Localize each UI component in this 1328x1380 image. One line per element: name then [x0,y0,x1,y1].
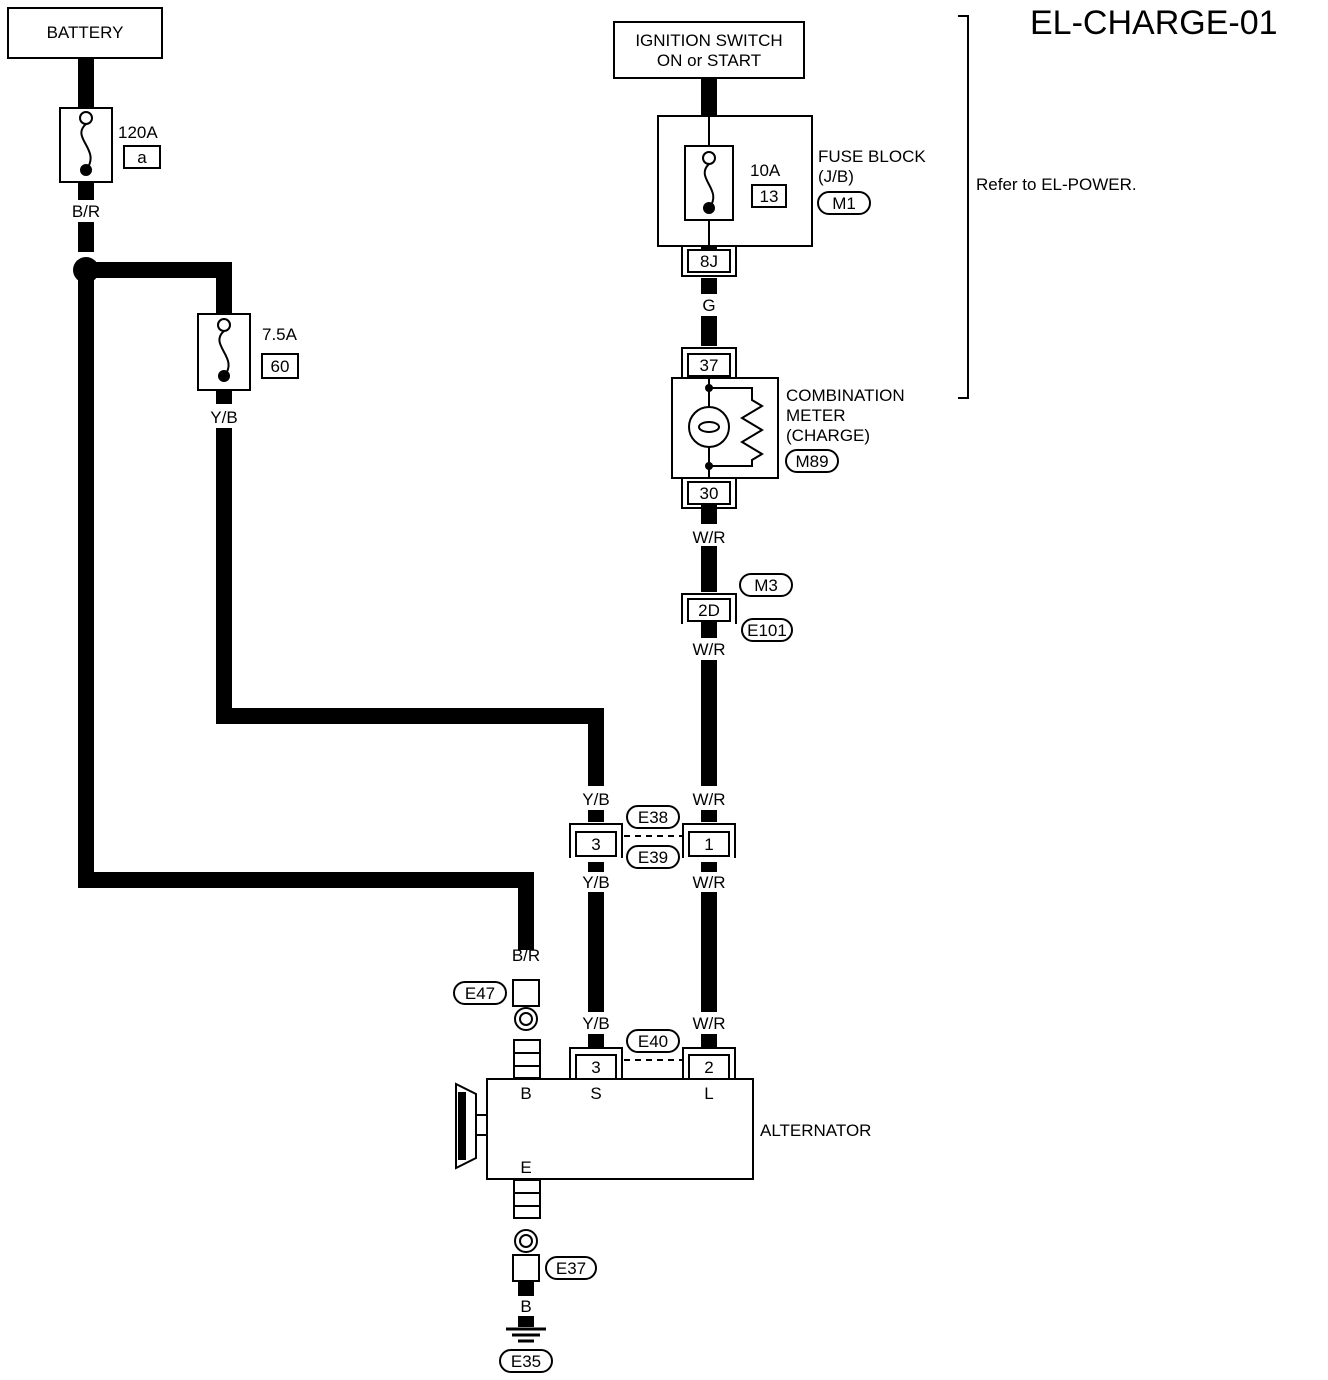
eyelet-e-icon [514,1229,538,1253]
terminal-alt-l: L [704,1084,713,1103]
terminal-alt-b: B [520,1084,531,1103]
terminal-e38-3: 3 [591,835,600,854]
connector-e40: E40 [638,1032,668,1051]
ring-terminal-e47 [512,979,540,1007]
connector-e35-badge [499,1349,553,1373]
wire-color-br-top: B/R [72,202,100,221]
connector-e38: E38 [638,808,668,827]
combination-meter-label-2: METER [786,406,846,425]
connector-37 [681,347,737,378]
wire-color-wr-e38-top: W/R [692,790,725,809]
terminal-alt-s: S [590,1084,601,1103]
connector-e38-3 [569,823,623,858]
wire-color-b-ground: B [520,1297,531,1316]
wire-color-yb-alt: Y/B [582,1014,609,1033]
splice-point [73,257,99,283]
connector-8j [681,246,737,277]
connector-m3: M3 [754,576,778,595]
wire-color-g: G [702,296,715,315]
combination-meter-label-1: COMBINATION [786,386,905,405]
fuse-120a-id: a [137,148,147,167]
ignition-switch-label-2: ON or START [657,51,761,70]
connector-e37-badge [545,1256,597,1280]
connector-e39-badge [626,845,680,869]
fuse-10a-id-box [751,184,787,208]
fuse-120a-rating: 120A [118,123,158,142]
fuse-7-5a-rating: 7.5A [262,325,298,344]
terminal-2d: 2D [698,601,720,620]
connector-30 [681,478,737,509]
terminal-30: 30 [700,484,719,503]
fuse-7-5a [197,313,251,391]
eyelet-b-icon [514,1007,538,1031]
terminal-8j: 8J [700,252,718,271]
connector-m89-badge [785,449,839,473]
ring-terminal-e37 [512,1254,540,1282]
connector-e39: E39 [638,848,668,867]
fuse-block-label-2: (J/B) [818,167,854,186]
fuse-10a [684,116,734,246]
connector-e40-2 [682,1047,736,1080]
wire-color-yb-e38-top: Y/B [582,790,609,809]
connector-e38-1 [682,823,736,858]
terminal-37: 37 [700,356,719,375]
ground-icon [506,1327,546,1343]
connector-m3-badge [739,573,793,597]
connector-e40-3 [569,1047,623,1080]
wires [78,58,717,1048]
fuse-120a-id-box [123,145,161,169]
alternator-label: ALTERNATOR [760,1121,871,1140]
connector-e47: E47 [465,984,495,1003]
connector-2d [681,593,737,624]
terminal-alt-e: E [520,1158,531,1177]
diagram-title: EL-CHARGE-01 [1030,4,1278,42]
terminal-e40-2: 2 [704,1058,713,1077]
wire-branch-7-5a [86,262,232,314]
wire-color-br-alt: B/R [512,946,540,965]
connector-m89: M89 [795,452,828,471]
terminal-e38-1: 1 [704,835,713,854]
pulley-icon [455,1082,488,1170]
refer-note: Refer to EL-POWER. [976,175,1137,194]
wire-color-wr-meter: W/R [692,528,725,547]
wire-br-main [78,272,534,950]
fuse-block-box [657,115,813,247]
fuse-10a-rating: 10A [750,161,781,180]
wire-color-yb-e38-bot: Y/B [582,873,609,892]
fuse-7-5a-id-box [261,353,299,379]
connector-e35: E35 [511,1352,541,1371]
stud-e-icon [513,1179,541,1219]
ignition-switch-box [613,21,805,79]
wire-color-wr-alt: W/R [692,1014,725,1033]
wire-color-wr-jc: W/R [692,640,725,659]
terminal-e40-3: 3 [591,1058,600,1077]
battery-box [7,7,163,59]
refer-bracket [958,15,969,399]
fuse-120a [59,107,113,183]
wire-yb-sense [216,428,604,786]
wire-color-yb-fuse: Y/B [210,408,237,427]
alternator-box [486,1078,754,1180]
connector-m1-badge [817,191,871,215]
combination-meter-label-3: (CHARGE) [786,426,870,445]
connector-e38-badge [626,805,680,829]
connector-e47-badge [453,981,507,1005]
ignition-switch-label-1: IGNITION SWITCH [635,31,782,50]
battery-label: BATTERY [47,23,124,42]
combination-meter-box [671,377,779,479]
resistor-icon [709,387,764,467]
fuse-block-label-1: FUSE BLOCK [818,147,926,166]
connector-e40-badge [626,1029,680,1053]
wire-color-wr-e38-bot: W/R [692,873,725,892]
connector-e101: E101 [747,621,787,640]
stud-b-icon [513,1039,541,1079]
connector-e101-badge [741,618,793,642]
fuse-10a-id: 13 [760,187,779,206]
connector-e37: E37 [556,1259,586,1278]
fuse-7-5a-id: 60 [271,357,290,376]
connector-m1: M1 [832,194,856,213]
